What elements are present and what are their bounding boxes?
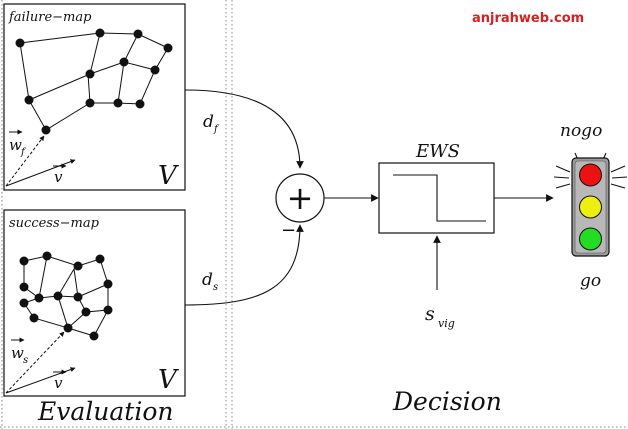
svg-text:f: f bbox=[20, 147, 27, 158]
graph-node bbox=[41, 125, 51, 135]
graph-node bbox=[135, 99, 145, 109]
graph-node bbox=[85, 98, 95, 108]
graph-node bbox=[63, 323, 73, 333]
svg-text:v: v bbox=[54, 374, 63, 392]
minus-sign: − bbox=[281, 220, 296, 241]
graph-node bbox=[53, 291, 63, 301]
svg-text:s: s bbox=[213, 282, 218, 293]
ds-signal-arrow bbox=[184, 224, 304, 306]
graph-node bbox=[19, 256, 29, 266]
w-vector-dashed bbox=[5, 331, 65, 394]
plus-sign: + bbox=[287, 179, 314, 217]
space-label-v: V bbox=[158, 365, 179, 395]
graph-node bbox=[103, 305, 113, 315]
yellow-light bbox=[579, 195, 602, 219]
traffic-light bbox=[553, 152, 628, 257]
success-map-frame bbox=[3, 209, 186, 397]
graph-node bbox=[113, 98, 123, 108]
svg-text:s: s bbox=[425, 303, 435, 325]
failure-map-nodes bbox=[15, 28, 173, 135]
ews-label: EWS bbox=[415, 141, 460, 162]
graph-node bbox=[73, 261, 83, 271]
graph-node bbox=[42, 251, 52, 261]
success-map-title: success−map bbox=[9, 216, 100, 231]
watermark-text: anjrahweb.com bbox=[472, 11, 584, 26]
graph-node bbox=[103, 279, 113, 289]
svg-text:d: d bbox=[202, 270, 213, 290]
failure-map-panel: failure−map w bbox=[3, 3, 186, 191]
evaluation-section-label: Evaluation bbox=[37, 397, 173, 426]
graph-node bbox=[89, 331, 99, 341]
v-label: v bbox=[53, 163, 67, 186]
graph-node bbox=[119, 57, 129, 67]
graph-node bbox=[95, 28, 105, 38]
graph-node bbox=[95, 254, 105, 264]
graph-node bbox=[19, 282, 29, 292]
svg-text:d: d bbox=[203, 112, 214, 132]
graph-node bbox=[34, 293, 44, 303]
decision-section-label: Decision bbox=[392, 387, 502, 416]
svg-text:v: v bbox=[54, 168, 63, 186]
svg-text:s: s bbox=[23, 355, 28, 366]
df-label: d f bbox=[203, 112, 220, 135]
df-signal-arrow bbox=[184, 89, 304, 169]
graph-node bbox=[81, 307, 91, 317]
failure-map-title: failure−map bbox=[8, 10, 92, 25]
go-label: go bbox=[580, 271, 601, 291]
svg-text:vig: vig bbox=[438, 317, 455, 330]
graph-node bbox=[163, 43, 173, 53]
svg-text:f: f bbox=[213, 124, 220, 135]
w-vector-dashed bbox=[5, 135, 45, 187]
ds-label: d s bbox=[202, 270, 218, 293]
svig-label: s vig bbox=[425, 303, 455, 330]
nogo-label: nogo bbox=[560, 121, 602, 141]
graph-node bbox=[150, 65, 160, 75]
failure-map-graph bbox=[19, 32, 169, 131]
graph-node bbox=[29, 313, 39, 323]
ews-step-function bbox=[393, 174, 486, 222]
svg-text:w: w bbox=[9, 136, 22, 154]
failure-map-frame bbox=[3, 3, 186, 191]
graph-node bbox=[19, 298, 29, 308]
graph-node bbox=[73, 292, 83, 302]
graph-node bbox=[15, 38, 25, 48]
svg-text:w: w bbox=[11, 344, 24, 362]
v-label: v bbox=[53, 369, 67, 392]
success-map-panel: success−map bbox=[3, 209, 186, 397]
w-s-label: w s bbox=[11, 337, 28, 366]
green-light bbox=[579, 227, 602, 251]
w-f-label: w f bbox=[9, 129, 27, 158]
red-light bbox=[579, 163, 602, 187]
graph-node bbox=[133, 29, 143, 39]
success-map-nodes bbox=[19, 251, 113, 341]
graph-node bbox=[85, 69, 95, 79]
graph-node bbox=[24, 95, 34, 105]
space-label-v: V bbox=[158, 161, 179, 191]
